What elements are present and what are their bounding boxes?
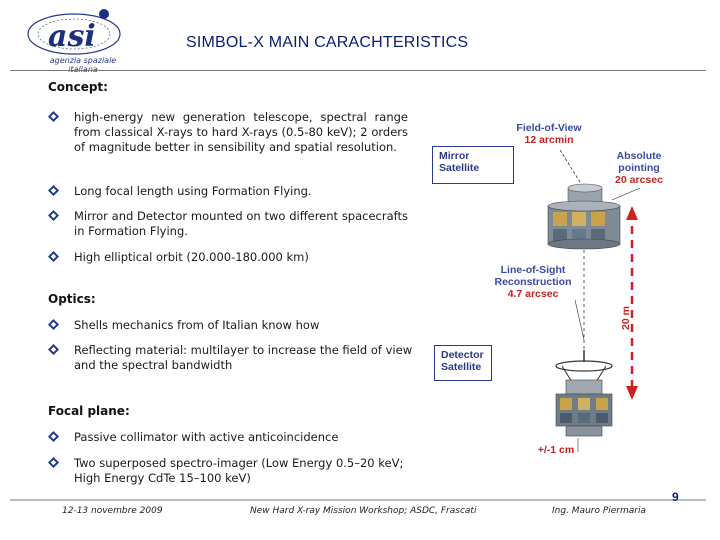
concept-item-1: high-energy new generation telescope, sp…	[48, 110, 408, 174]
fov-pointer-line	[559, 149, 586, 191]
concept-item-4-text: High elliptical orbit (20.000-180.000 km…	[74, 250, 309, 264]
asi-logo: asi agenzia spaziale italiana	[14, 4, 134, 74]
concept-item-3-text: Mirror and Detector mounted on two diffe…	[74, 209, 408, 238]
los-pointer-line	[574, 299, 585, 341]
diamond-bullet-icon	[48, 111, 59, 122]
concept-item-2-text: Long focal length using Formation Flying…	[74, 184, 312, 198]
logo-text: agenzia spaziale italiana	[48, 56, 118, 74]
logo-text-line2: italiana	[48, 65, 118, 74]
optics-heading: Optics:	[48, 292, 96, 306]
arrow-down-icon	[626, 386, 638, 400]
los-label-text: Line-of-Sight Reconstruction	[494, 264, 572, 288]
page-title: SIMBOL-X MAIN CARACHTERISTICS	[186, 34, 469, 51]
absolute-pointing-text: Absolute pointing	[616, 150, 662, 174]
los-value: 4.7 arcsec	[507, 288, 559, 300]
focal-plane-item-1: Passive collimator with active anticoinc…	[48, 430, 408, 446]
focal-plane-heading: Focal plane:	[48, 404, 130, 418]
absolute-pointing-value: 20 arcsec	[615, 174, 663, 186]
page-number: 9	[672, 490, 679, 504]
distance-label: 20 m	[620, 306, 632, 330]
optics-item-2-text: Reflecting material: multilayer to incre…	[74, 343, 413, 372]
concept-item-1-text: high-energy new generation telescope, sp…	[74, 110, 408, 154]
concept-item-4: High elliptical orbit (20.000-180.000 km…	[48, 250, 408, 266]
diamond-bullet-icon	[48, 210, 59, 221]
concept-item-3: Mirror and Detector mounted on two diffe…	[48, 209, 408, 241]
concept-heading: Concept:	[48, 80, 108, 94]
los-label: Line-of-Sight Reconstruction 4.7 arcsec	[490, 264, 576, 300]
diamond-bullet-icon	[48, 431, 59, 442]
fov-label: Field-of-View 12 arcmin	[506, 122, 592, 146]
detector-satellite-graphic	[555, 350, 613, 437]
footer-event: New Hard X-ray Mission Workshop; ASDC, F…	[250, 506, 477, 516]
diamond-bullet-icon	[48, 319, 59, 330]
mirror-satellite-graphic	[547, 183, 621, 250]
tolerance-label: +/-1 cm	[537, 444, 575, 456]
footer-date: 12-13 novembre 2009	[62, 506, 163, 516]
diamond-bullet-icon	[48, 457, 59, 468]
focal-plane-item-2: Two superposed spectro-imager (Low Energ…	[48, 456, 408, 488]
fov-label-text: Field-of-View	[516, 122, 582, 134]
optics-item-1-text: Shells mechanics from of Italian know ho…	[74, 318, 320, 332]
optics-item-2: Reflecting material: multilayer to incre…	[48, 343, 418, 375]
diamond-bullet-icon	[48, 185, 59, 196]
mirror-satellite-label: Mirror Satellite	[432, 146, 514, 184]
focal-plane-item-1-text: Passive collimator with active anticoinc…	[74, 430, 339, 444]
asi-logo-graphic: asi	[27, 9, 121, 55]
logo-text-line1: agenzia spaziale	[49, 56, 117, 65]
diamond-bullet-icon	[48, 251, 59, 262]
detector-satellite-label: Detector Satellite	[434, 345, 492, 381]
footer-author: Ing. Mauro Piermaria	[552, 506, 647, 516]
focal-plane-item-2-text: Two superposed spectro-imager (Low Energ…	[74, 456, 404, 485]
concept-item-2: Long focal length using Formation Flying…	[48, 184, 408, 200]
pointing-pointer-line	[611, 187, 641, 201]
arrow-up-icon	[626, 206, 638, 220]
title-divider	[10, 70, 706, 71]
fov-value: 12 arcmin	[524, 134, 574, 146]
absolute-pointing-label: Absolute pointing 20 arcsec	[606, 150, 672, 186]
diamond-bullet-icon	[48, 344, 59, 355]
optics-item-1: Shells mechanics from of Italian know ho…	[48, 318, 408, 334]
svg-text:asi: asi	[48, 19, 96, 54]
